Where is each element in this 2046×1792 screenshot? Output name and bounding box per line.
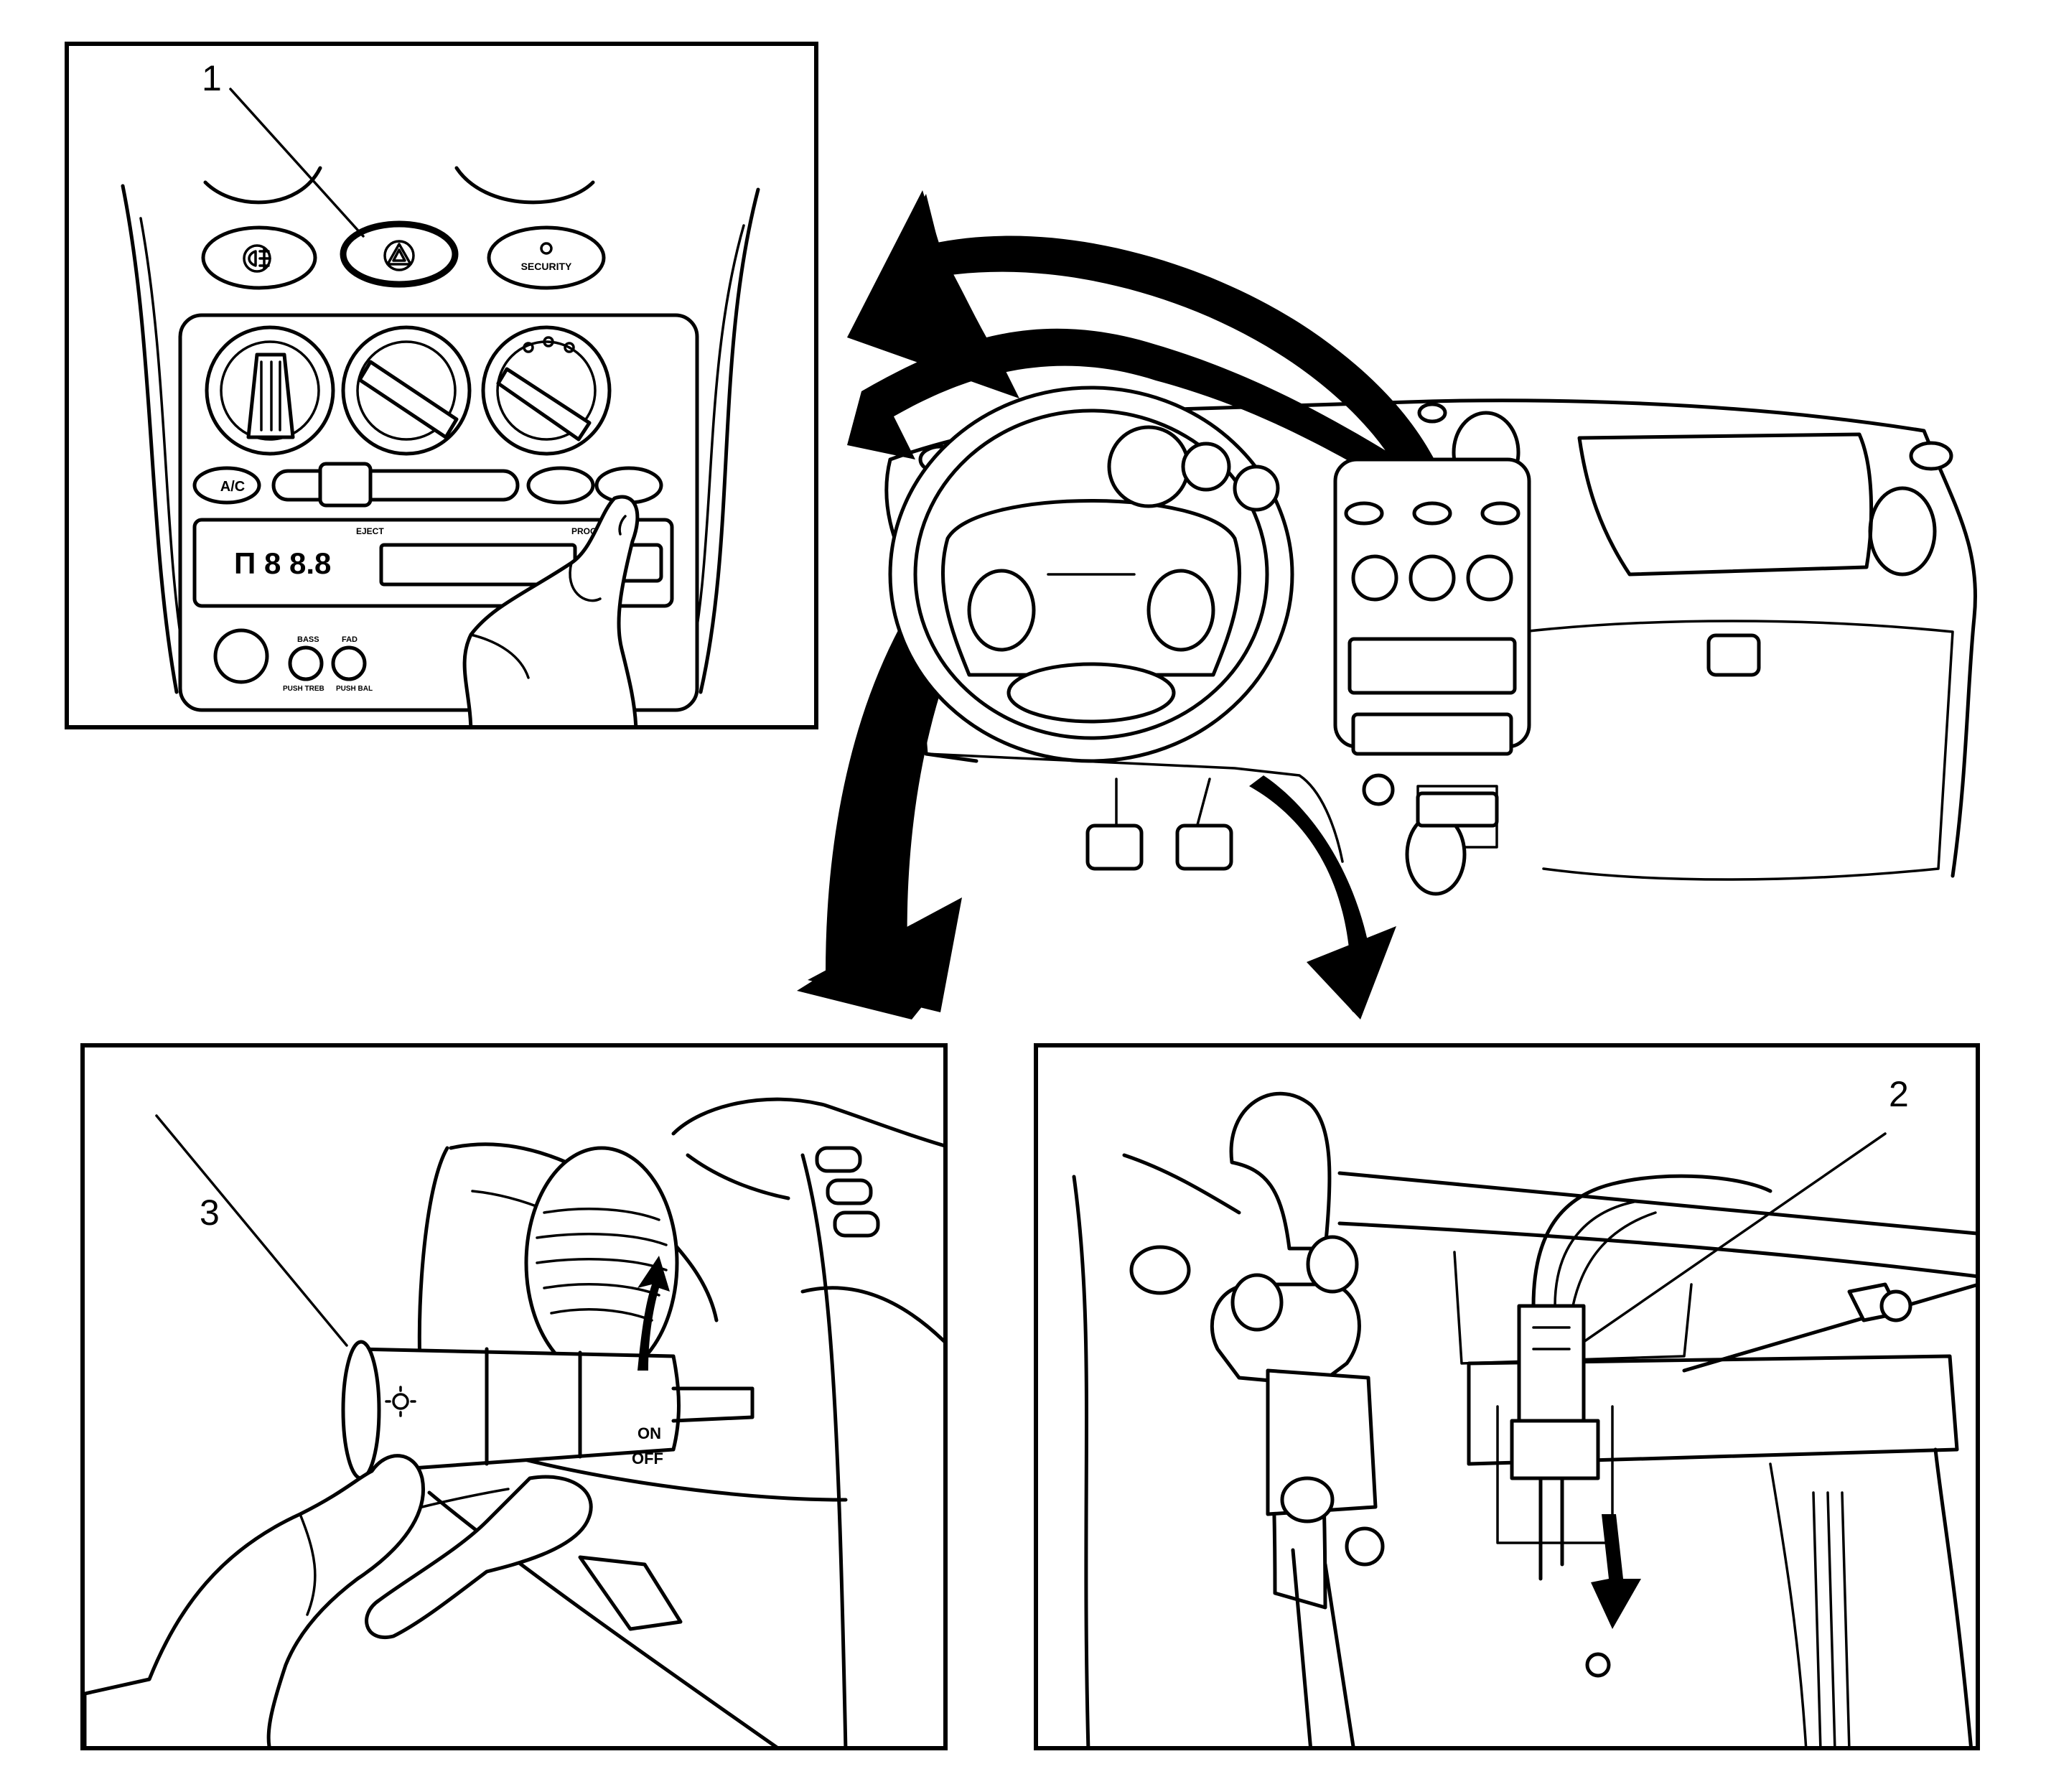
recirc-slider <box>271 469 520 502</box>
hazard-switch <box>340 220 459 288</box>
svg-text:A/C: A/C <box>220 479 245 495</box>
arrow-to-stalk-icon <box>797 546 991 1019</box>
stalk-off-label: OFF <box>632 1450 663 1467</box>
svg-text:BASS: BASS <box>297 635 319 644</box>
arrow-to-brake-switch-icon <box>1249 775 1389 1012</box>
arrow-up-icon <box>637 1256 670 1371</box>
fog-lamp-icon <box>243 244 271 273</box>
brake-pedal <box>1175 823 1233 871</box>
brake-switch-illustration <box>1072 1091 1976 1746</box>
panel-headlamp-stalk: ON OFF 3 <box>80 1043 948 1750</box>
arrow-to-console-icon <box>847 328 1457 506</box>
hazard-triangle-icon <box>383 240 415 271</box>
panel-hazard-switch: SECURITY A/C Π 8 8.8 EJECT PROGRAM <box>65 42 818 729</box>
radio-display: Π 8 8.8 <box>234 546 331 580</box>
brake-light-switch <box>1517 1304 1586 1423</box>
callout-3: 3 <box>200 1193 220 1233</box>
arrow-down-icon <box>1591 1514 1641 1629</box>
security-icon <box>540 242 553 255</box>
security-label: SECURITY <box>521 261 572 272</box>
panel-brake-switch: 2 <box>1034 1043 1980 1750</box>
stalk-on-label: ON <box>637 1424 661 1442</box>
svg-text:EJECT: EJECT <box>356 526 384 536</box>
svg-text:PUSH TREB: PUSH TREB <box>283 685 324 693</box>
ac-button <box>192 466 261 505</box>
security-switch <box>487 225 606 290</box>
svg-text:PUSH BAL: PUSH BAL <box>336 685 373 693</box>
clutch-pedal <box>1085 823 1144 871</box>
callout-2: 2 <box>1889 1074 1909 1114</box>
console-illustration: SECURITY A/C Π 8 8.8 EJECT PROGRAM <box>121 88 760 725</box>
headlamp-stalk <box>343 1347 681 1473</box>
stalk-illustration: ON OFF <box>85 1097 943 1746</box>
svg-text:FAD: FAD <box>342 635 358 644</box>
sun-icon <box>385 1386 416 1417</box>
steering-wheel <box>888 386 1294 763</box>
callout-1: 1 <box>202 58 222 98</box>
